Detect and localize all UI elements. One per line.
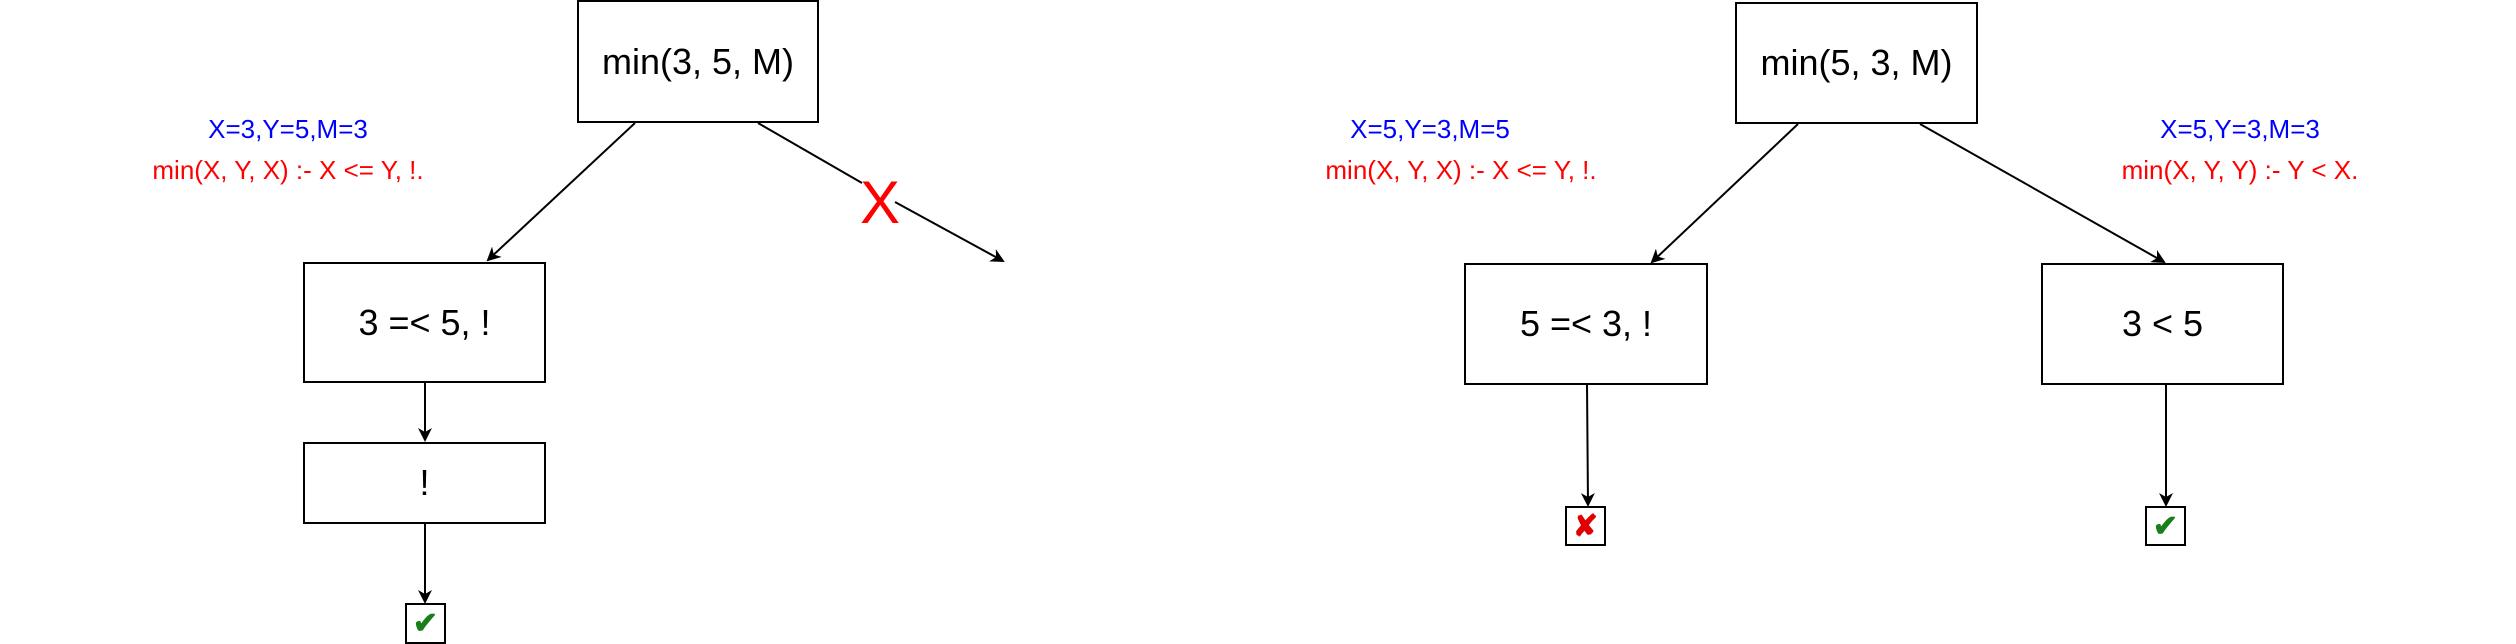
right-right-result-check-icon: ✔	[2145, 506, 2186, 546]
right-left-clause-label: min(X, Y, X) :- X <= Y, !.	[1325, 155, 1597, 185]
right-right-binding-label: X=5,Y=3,M=3	[2160, 114, 2320, 144]
edge-left-root-to-pruned-a	[757, 122, 863, 184]
right-root-node: min(5, 3, M)	[1735, 2, 1978, 124]
edge-left-root-to-pruned-b	[894, 201, 1005, 262]
left-result-check-icon: ✔	[405, 603, 446, 644]
left-root-node: min(3, 5, M)	[577, 0, 819, 123]
left-node-3: !	[303, 442, 546, 524]
check-icon: ✔	[412, 607, 439, 640]
left-node-2: 3 =< 5, !	[303, 262, 546, 383]
right-left-binding-label: X=5,Y=3,M=5	[1350, 114, 1510, 144]
check-icon: ✔	[2152, 509, 2179, 543]
left-binding-label: X=3,Y=5,M=3	[208, 114, 368, 144]
right-right-node: 3 < 5	[2041, 263, 2284, 385]
cross-icon: ✘	[1572, 509, 1599, 543]
left-clause-label: min(X, Y, X) :- X <= Y, !.	[152, 155, 424, 185]
right-left-result-cross-icon: ✘	[1565, 506, 1606, 546]
right-left-node: 5 =< 3, !	[1464, 263, 1708, 385]
right-right-clause-label: min(X, Y, Y) :- Y < X.	[2121, 155, 2359, 185]
edge-right-left-to-result	[1580, 383, 1595, 507]
edge-right-root-to-left	[1650, 123, 1799, 264]
edge-right-root-to-right	[1919, 123, 2166, 263]
edge-left-root-to-node2	[486, 122, 636, 262]
pruned-branch-mark: X	[860, 169, 901, 236]
